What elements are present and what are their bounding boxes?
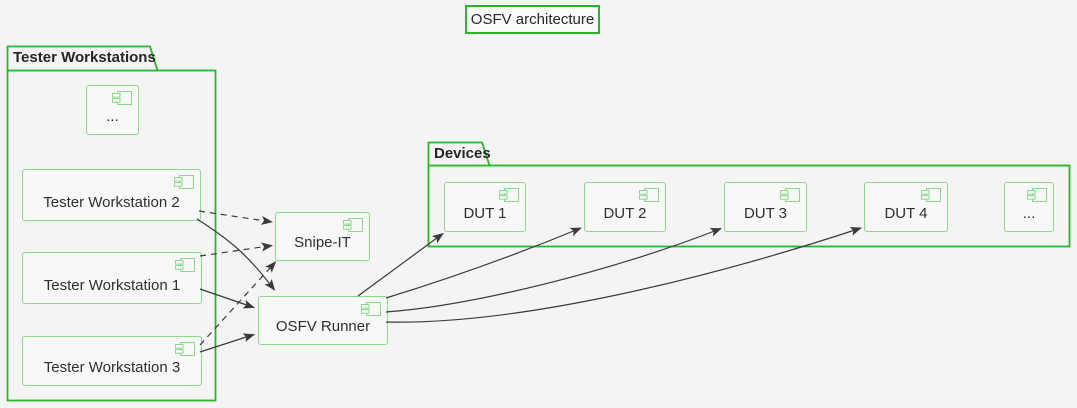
edge-osfv-runner-to-dut4 [385, 227, 862, 323]
component-dut-ellipsis: ... [1004, 182, 1054, 232]
edge-tw2-to-osfv-runner [196, 218, 276, 291]
edge-tw1-to-osfv-runner [199, 288, 255, 309]
component-icon [780, 188, 800, 202]
component-tester-workstation-1: Tester Workstation 1 [22, 252, 202, 304]
edge-osfv-runner-to-dut1 [357, 232, 444, 297]
component-tester-workstation-2: Tester Workstation 2 [22, 169, 201, 221]
component-label: ... [106, 108, 119, 125]
component-snipe-it: Snipe-IT [275, 212, 370, 261]
component-dut-3: DUT 3 [724, 182, 807, 232]
component-icon [112, 91, 132, 105]
component-icon [343, 218, 363, 232]
component-icon [361, 302, 381, 316]
component-dut-2: DUT 2 [584, 182, 666, 232]
diagram-title-text: OSFV architecture [470, 11, 595, 28]
component-icon [921, 188, 941, 202]
component-osfv-runner: OSFV Runner [258, 296, 388, 345]
edge-tw1-to-snipe-it [199, 242, 273, 257]
component-label: Snipe-IT [294, 234, 351, 251]
component-icon [175, 258, 195, 272]
component-tester-workstation-3: Tester Workstation 3 [22, 336, 202, 386]
component-icon [1027, 188, 1047, 202]
component-label: DUT 4 [884, 205, 928, 222]
edge-osfv-runner-to-dut3 [385, 227, 722, 313]
component-label: Tester Workstation 1 [43, 277, 181, 294]
component-workstation-ellipsis: ... [86, 85, 139, 135]
edge-tw2-to-snipe-it [198, 210, 273, 225]
component-icon [174, 175, 194, 189]
edge-tw3-to-osfv-runner [199, 333, 255, 353]
diagram-title: OSFV architecture [465, 5, 600, 34]
component-label: Tester Workstation 3 [43, 359, 181, 376]
component-icon [499, 188, 519, 202]
component-dut-4: DUT 4 [864, 182, 948, 232]
component-dut-1: DUT 1 [444, 182, 526, 232]
component-label: OSFV Runner [275, 318, 371, 335]
component-icon [175, 342, 195, 356]
edge-osfv-runner-to-dut2 [385, 227, 582, 299]
component-label: Tester Workstation 2 [43, 194, 180, 211]
component-label: ... [1022, 205, 1036, 222]
package-label-tester-workstations: Tester Workstations [13, 49, 156, 66]
component-label: DUT 2 [603, 205, 647, 222]
component-label: DUT 1 [463, 205, 507, 222]
package-label-devices: Devices [434, 145, 491, 162]
component-icon [639, 188, 659, 202]
component-label: DUT 3 [743, 205, 788, 222]
